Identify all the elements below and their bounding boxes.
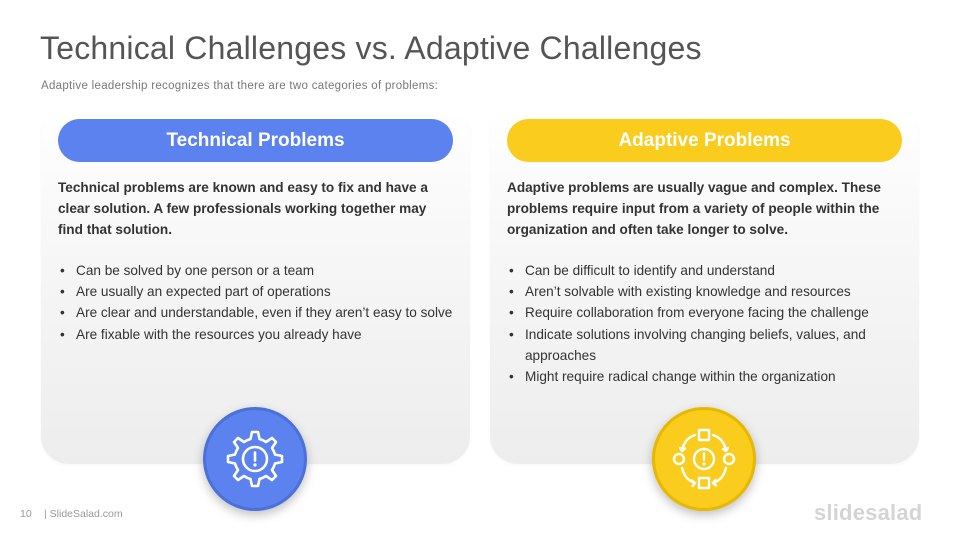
adaptive-problems-card: Adaptive Problems Adaptive problems are … — [490, 108, 919, 464]
technical-icon-badge — [203, 407, 307, 511]
list-item: Are clear and understandable, even if th… — [58, 302, 458, 323]
list-item: Can be difficult to identify and underst… — [507, 260, 907, 281]
list-item: Can be solved by one person or a team — [58, 260, 458, 281]
list-item: Indicate solutions involving changing be… — [507, 324, 907, 366]
adaptive-icon-badge — [652, 407, 756, 511]
slide-subtitle: Adaptive leadership recognizes that ther… — [41, 80, 439, 92]
technical-problems-heading: Technical Problems — [58, 119, 453, 162]
list-item: Aren’t solvable with existing knowledge … — [507, 281, 907, 302]
technical-problems-list: Can be solved by one person or a team Ar… — [58, 260, 458, 345]
list-item: Might require radical change within the … — [507, 366, 907, 387]
adaptive-problems-list: Can be difficult to identify and underst… — [507, 260, 907, 387]
list-item: Are usually an expected part of operatio… — [58, 281, 458, 302]
footer-site-link[interactable]: | SlideSalad.com — [44, 508, 123, 520]
brand-logo: slidesalad — [814, 500, 923, 525]
slide-title: Technical Challenges vs. Adaptive Challe… — [40, 30, 702, 66]
adaptive-problems-description: Adaptive problems are usually vague and … — [507, 180, 881, 237]
page-number: 10 — [20, 508, 32, 520]
adaptive-problems-heading: Adaptive Problems — [507, 119, 902, 162]
process-exclamation-icon — [672, 428, 736, 490]
list-item: Require collaboration from everyone faci… — [507, 302, 907, 323]
gear-exclamation-icon — [226, 430, 284, 488]
list-item: Are fixable with the resources you alrea… — [58, 324, 458, 345]
technical-problems-card: Technical Problems Technical problems ar… — [41, 108, 470, 464]
technical-problems-description: Technical problems are known and easy to… — [58, 180, 428, 237]
